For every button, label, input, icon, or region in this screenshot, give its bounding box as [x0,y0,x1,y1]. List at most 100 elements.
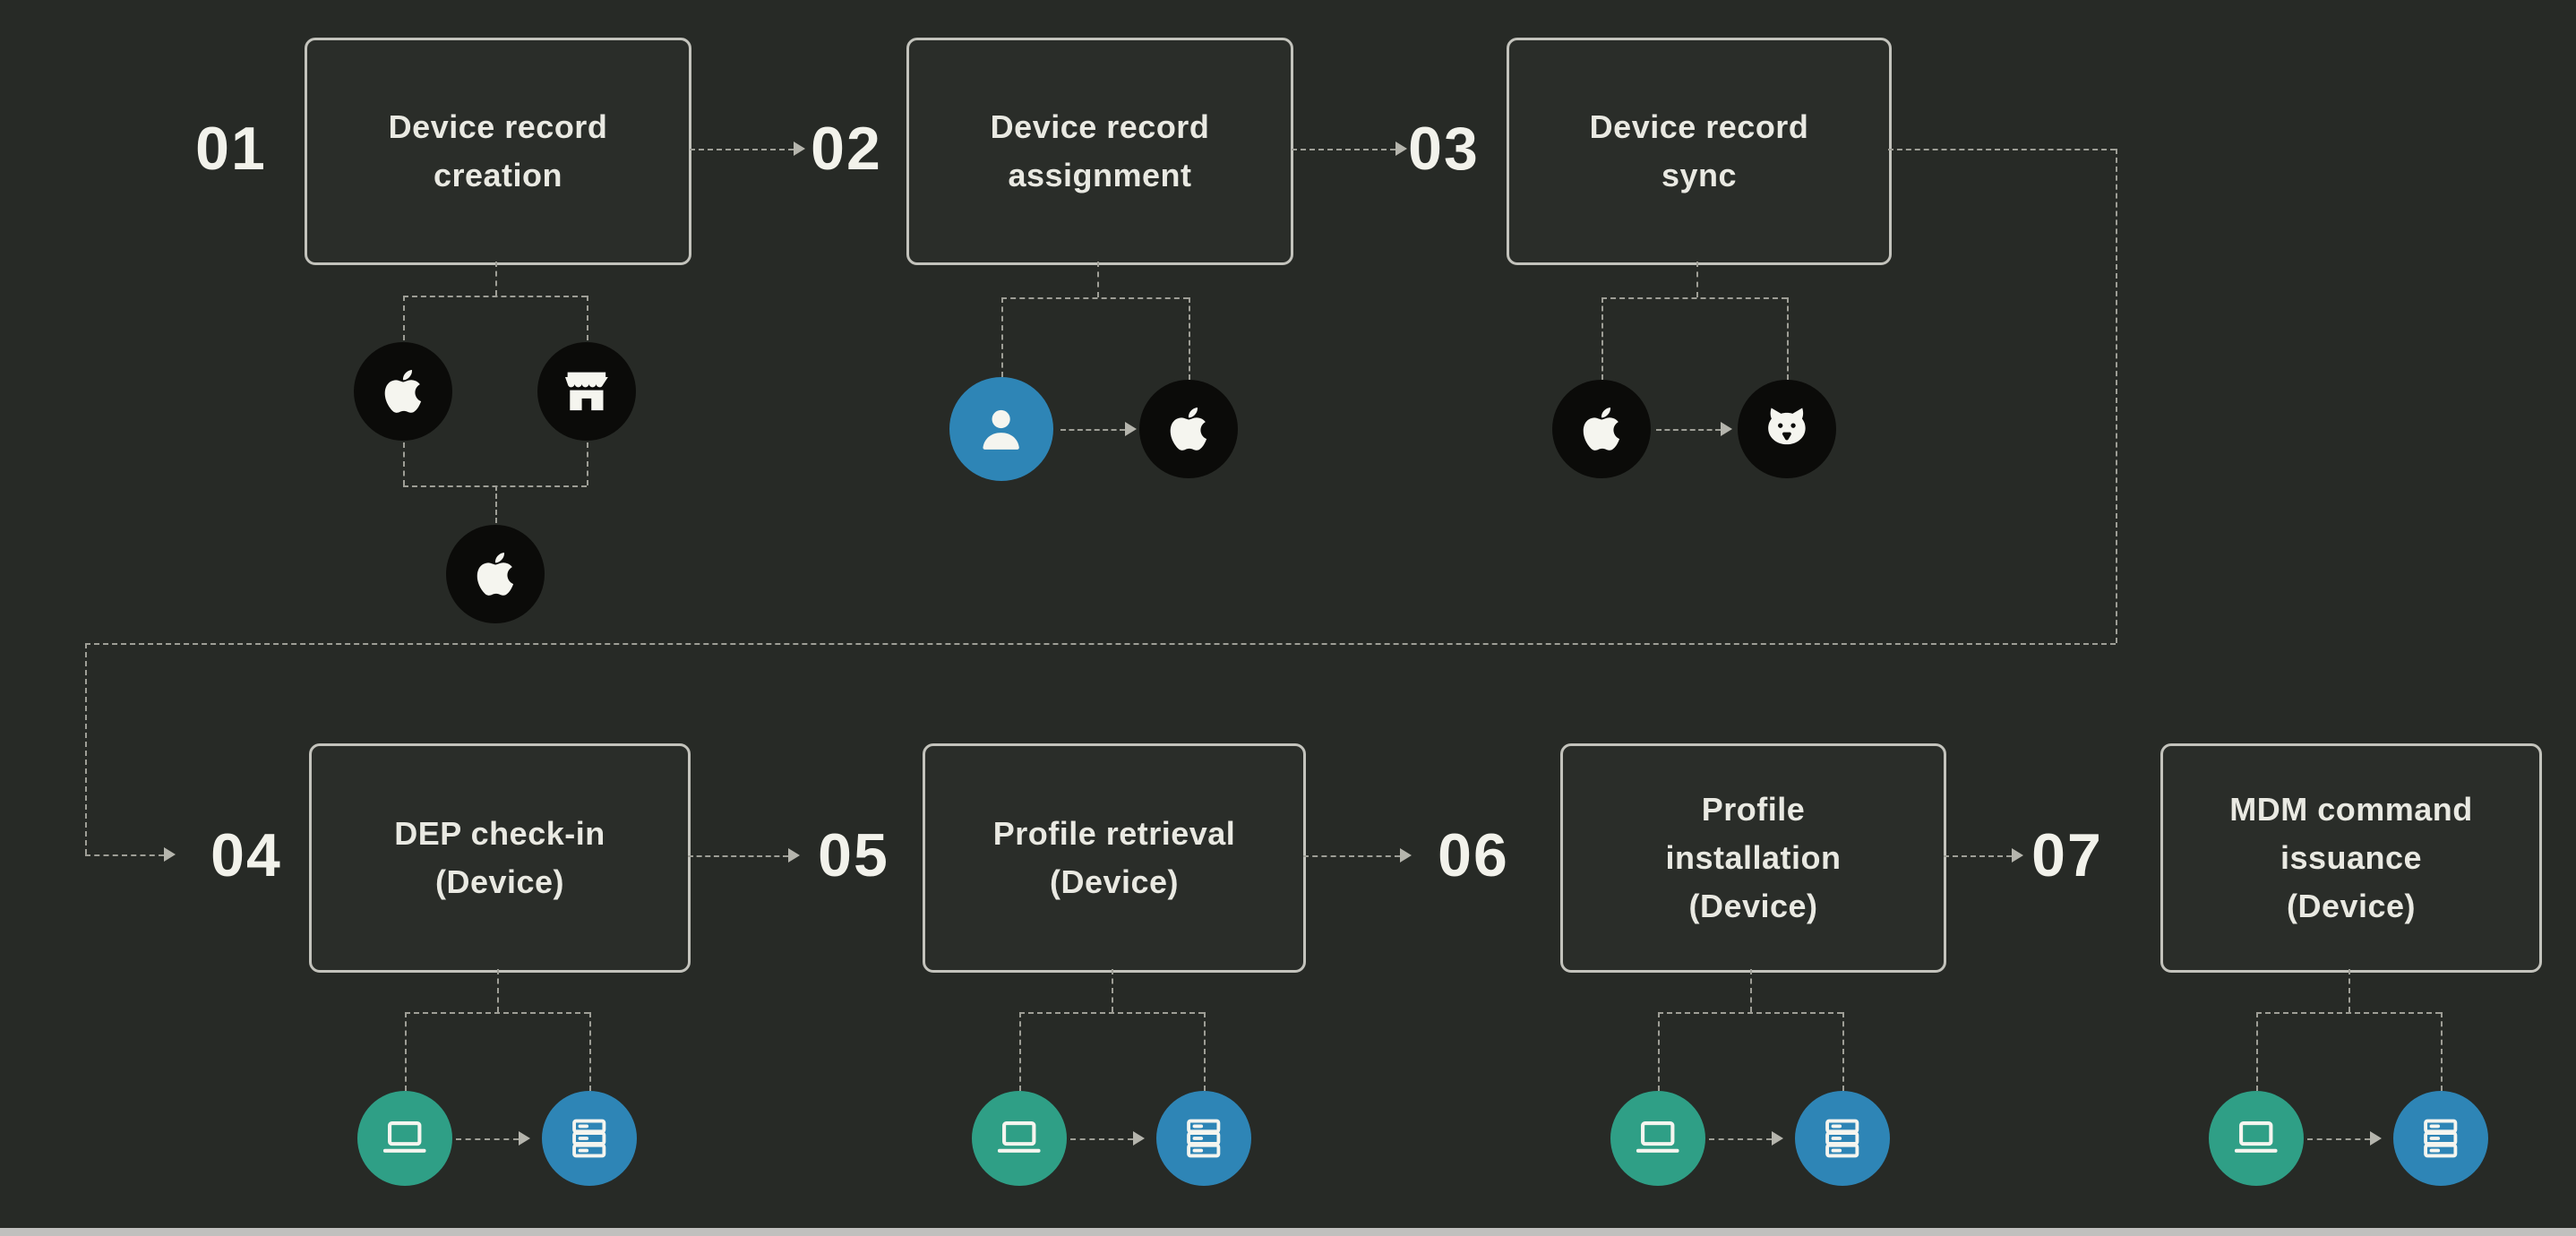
arrowhead-icon [1721,422,1732,436]
step-04-box: DEP check-in (Device) [309,743,691,973]
connector-line [85,643,87,854]
server-stack-icon [1187,1119,1221,1158]
arrowhead-icon [1772,1131,1783,1146]
arrowhead-icon [2012,848,2023,863]
step-02-number: 02 [811,115,882,183]
step-05-box: Profile retrieval (Device) [923,743,1306,973]
connector-line [1303,855,1400,857]
dog-icon-circle [1738,380,1836,478]
arrowhead-icon [2370,1131,2382,1146]
server-stack-icon [572,1119,606,1158]
connector-line [1842,1012,1844,1091]
laptop-icon [383,1121,426,1154]
apple-icon-circle [446,525,545,623]
connector-line [1019,1012,1204,1014]
server-icon-circle [1795,1091,1890,1186]
step-01-number: 01 [195,115,267,183]
connector-line [85,643,2116,645]
connector-line [497,969,499,1012]
laptop-icon [2235,1121,2278,1154]
laptop-icon-circle [1610,1091,1705,1186]
connector-line [587,296,588,340]
connector-line [403,442,405,485]
step-03-number: 03 [1408,115,1480,183]
bottom-edge [0,1228,2576,1236]
server-stack-icon [2424,1119,2458,1158]
connector-line [405,1012,407,1091]
connector-line [1888,149,2116,150]
server-icon-circle [2393,1091,2488,1186]
server-stack-icon [1825,1119,1859,1158]
connector-line [403,296,587,297]
connector-line [589,1012,591,1091]
server-icon-circle [542,1091,637,1186]
connector-line [1709,1138,1772,1140]
connector-line [2256,1012,2441,1014]
connector-line [85,854,164,856]
connector-line [1019,1012,1021,1091]
connector-line [403,485,587,487]
arrowhead-icon [794,142,805,156]
connector-line [495,485,497,523]
step-03-box: Device record sync [1507,38,1892,265]
connector-line [1292,149,1395,150]
connector-line [1112,969,1113,1012]
business-icon-circle [537,342,636,441]
apple-icon-circle [1139,380,1238,478]
connector-line [2441,1012,2443,1091]
step-07-box: MDM command issuance (Device) [2160,743,2542,973]
laptop-icon-circle [972,1091,1067,1186]
step-01-box: Device record creation [305,38,691,265]
step-04-number: 04 [210,821,282,889]
step-02-box: Device record assignment [906,38,1293,265]
connector-line [405,1012,589,1014]
connector-line [1601,297,1603,380]
step-06-box: Profile installation (Device) [1560,743,1946,973]
apple-icon [477,553,514,596]
person-icon-circle [949,377,1053,481]
server-icon-circle [1156,1091,1251,1186]
connector-line [688,855,788,857]
connector-line [1656,429,1721,431]
connector-line [1001,297,1003,377]
arrowhead-icon [164,847,176,862]
connector-line [1658,1012,1842,1014]
apple-icon-circle [1552,380,1651,478]
laptop-icon-circle [357,1091,452,1186]
connector-line [1060,429,1125,431]
connector-line [1787,297,1789,380]
connector-line [403,296,405,340]
connector-line [2116,149,2117,643]
connector-line [1204,1012,1206,1091]
connector-line [1070,1138,1133,1140]
connector-line [1944,855,2012,857]
step-06-number: 06 [1438,821,1509,889]
connector-line [1097,262,1099,297]
connector-line [2307,1138,2370,1140]
connector-line [1750,969,1752,1012]
arrowhead-icon [1400,848,1412,863]
arrowhead-icon [1125,422,1137,436]
bulldog-icon [1768,408,1806,445]
connector-line [1601,297,1787,299]
apple-icon [384,370,422,413]
connector-line [1001,297,1189,299]
connector-line [587,442,588,485]
arrowhead-icon [519,1131,530,1146]
arrowhead-icon [788,848,800,863]
connector-line [2348,969,2350,1012]
connector-line [1658,1012,1660,1091]
connector-line [690,149,794,150]
apple-icon [1170,408,1207,451]
connector-line [2256,1012,2258,1091]
person-icon [983,410,1020,451]
step-05-number: 05 [818,821,889,889]
step-07-number: 07 [2031,821,2103,889]
connector-line [1696,262,1698,297]
connector-line [1189,297,1190,380]
connector-line [495,262,497,296]
connector-line [456,1138,519,1140]
storefront-building-icon [565,372,608,411]
arrowhead-icon [1395,142,1407,156]
